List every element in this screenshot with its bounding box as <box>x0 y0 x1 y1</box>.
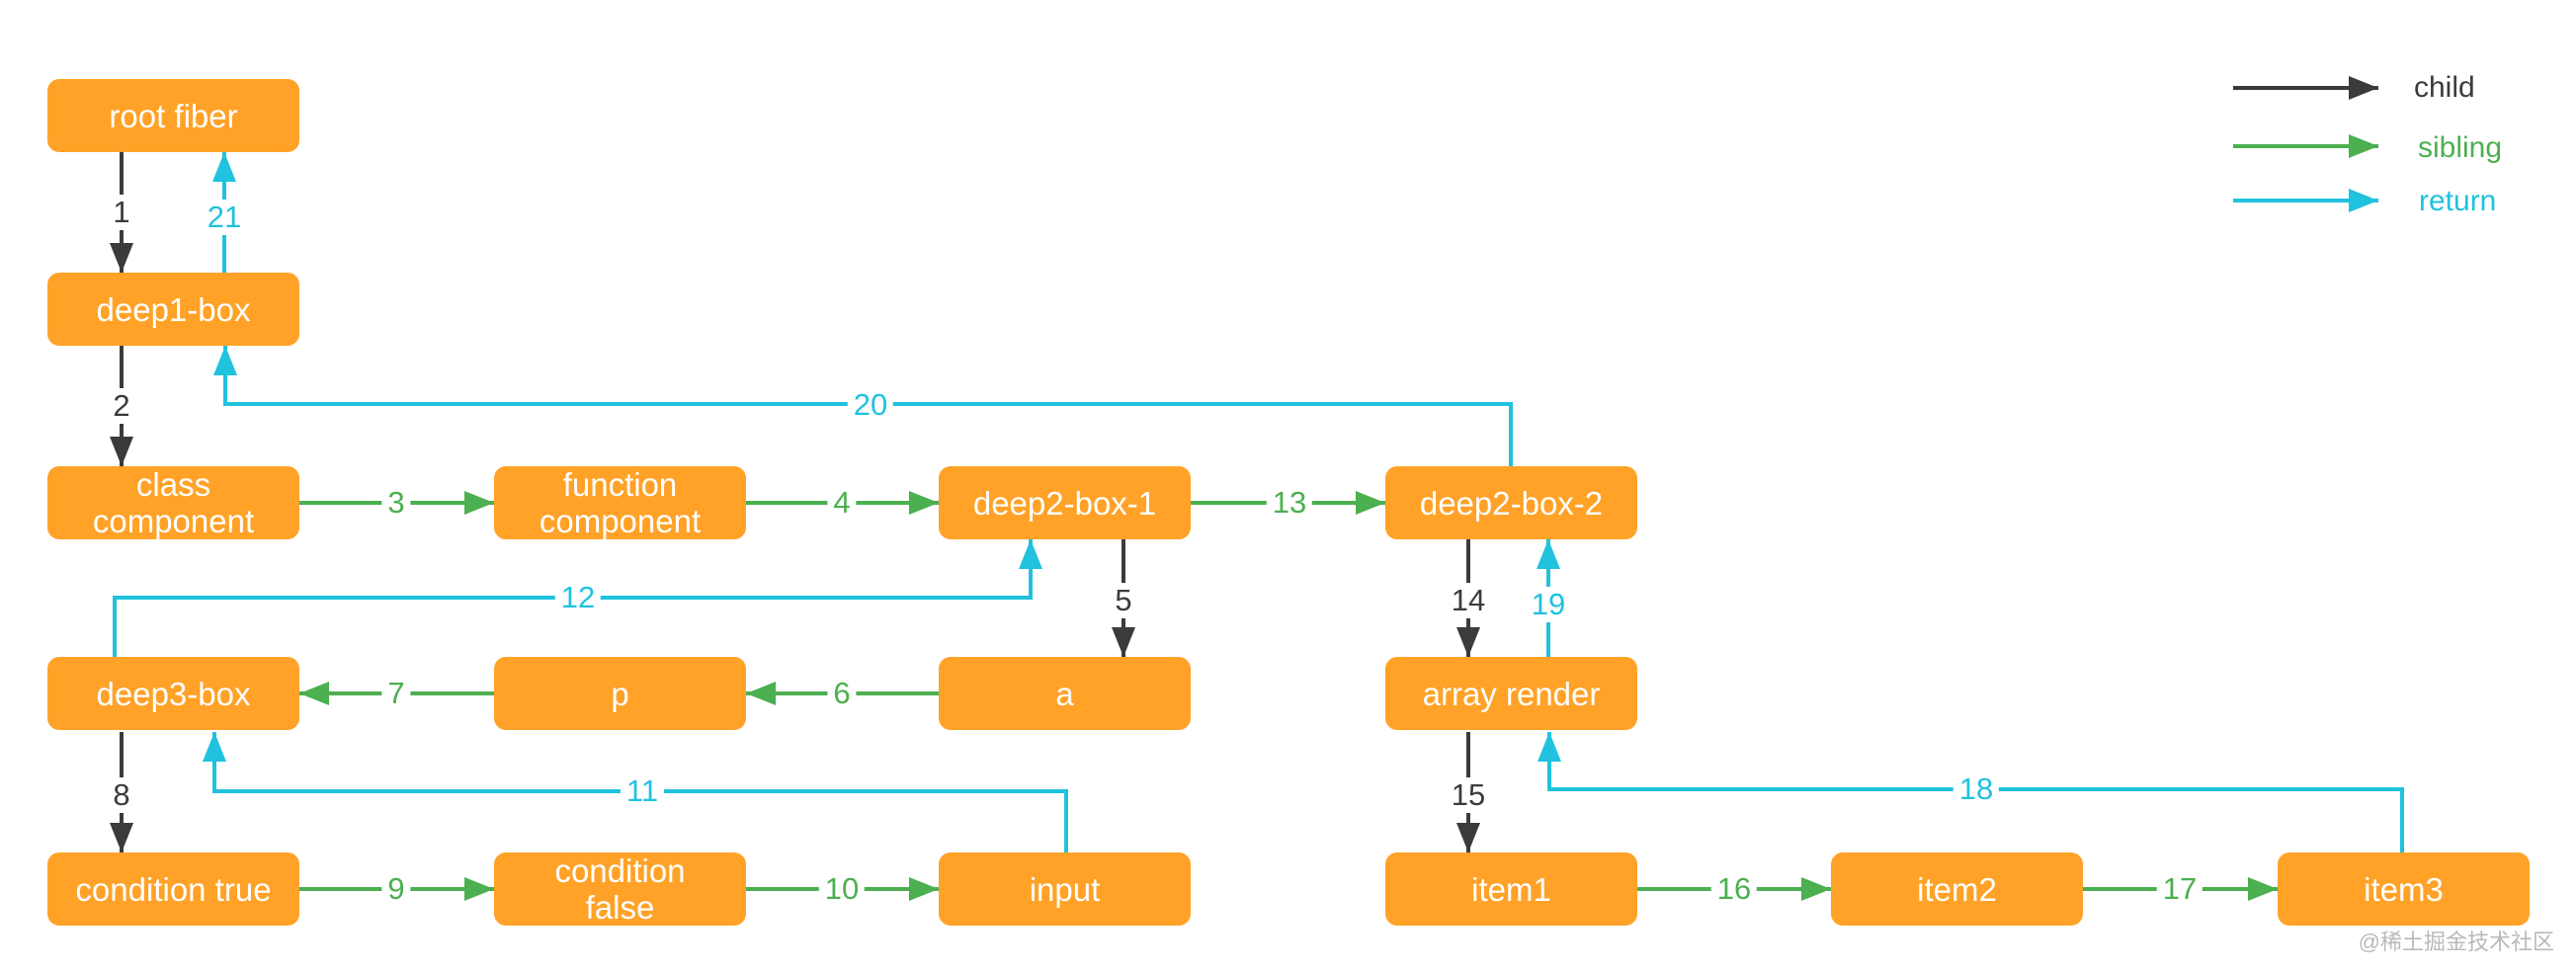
edge-label-15: 15 <box>1445 777 1492 813</box>
legend-return-label: return <box>2419 185 2497 217</box>
node-deep1-box[interactable]: deep1-box <box>47 273 299 346</box>
node-item1[interactable]: item1 <box>1385 852 1637 926</box>
edge-label-2: 2 <box>107 388 136 424</box>
edge-label-17: 17 <box>2156 871 2203 907</box>
edge-label-4: 4 <box>827 485 857 521</box>
node-item3[interactable]: item3 <box>2278 852 2530 926</box>
node-input[interactable]: input <box>939 852 1191 926</box>
node-item2[interactable]: item2 <box>1831 852 2083 926</box>
edge-label-21: 21 <box>201 200 248 235</box>
edge-label-12: 12 <box>554 580 602 615</box>
edge-label-18: 18 <box>1953 771 2000 807</box>
node-root-fiber[interactable]: root fiber <box>47 79 299 152</box>
node-a[interactable]: a <box>939 657 1191 730</box>
edge-label-9: 9 <box>381 871 411 907</box>
node-condition-true[interactable]: condition true <box>47 852 299 926</box>
edge-label-20: 20 <box>847 387 894 423</box>
node-class-component[interactable]: class component <box>47 466 299 539</box>
edge-label-10: 10 <box>818 871 866 907</box>
edge-label-14: 14 <box>1445 583 1492 618</box>
edge-label-1: 1 <box>107 195 136 230</box>
legend-child-label: child <box>2414 71 2475 104</box>
node-deep3-box[interactable]: deep3-box <box>47 657 299 730</box>
edge-label-11: 11 <box>620 773 665 809</box>
edge-label-8: 8 <box>107 777 136 813</box>
node-deep2-box-1[interactable]: deep2-box-1 <box>939 466 1191 539</box>
node-array-render[interactable]: array render <box>1385 657 1637 730</box>
node-deep2-box-2[interactable]: deep2-box-2 <box>1385 466 1637 539</box>
edge-label-16: 16 <box>1710 871 1758 907</box>
edge-label-19: 19 <box>1525 587 1572 622</box>
edge-label-7: 7 <box>381 676 411 711</box>
edge-label-6: 6 <box>827 676 857 711</box>
edge-label-13: 13 <box>1266 485 1313 521</box>
node-p[interactable]: p <box>494 657 746 730</box>
node-condition-false[interactable]: condition false <box>494 852 746 926</box>
watermark: @稀土掘金技术社区 <box>2358 930 2554 954</box>
edge-label-5: 5 <box>1109 583 1138 618</box>
node-function-component[interactable]: function component <box>494 466 746 539</box>
legend-sibling-label: sibling <box>2418 131 2503 164</box>
edge-label-3: 3 <box>381 485 411 521</box>
